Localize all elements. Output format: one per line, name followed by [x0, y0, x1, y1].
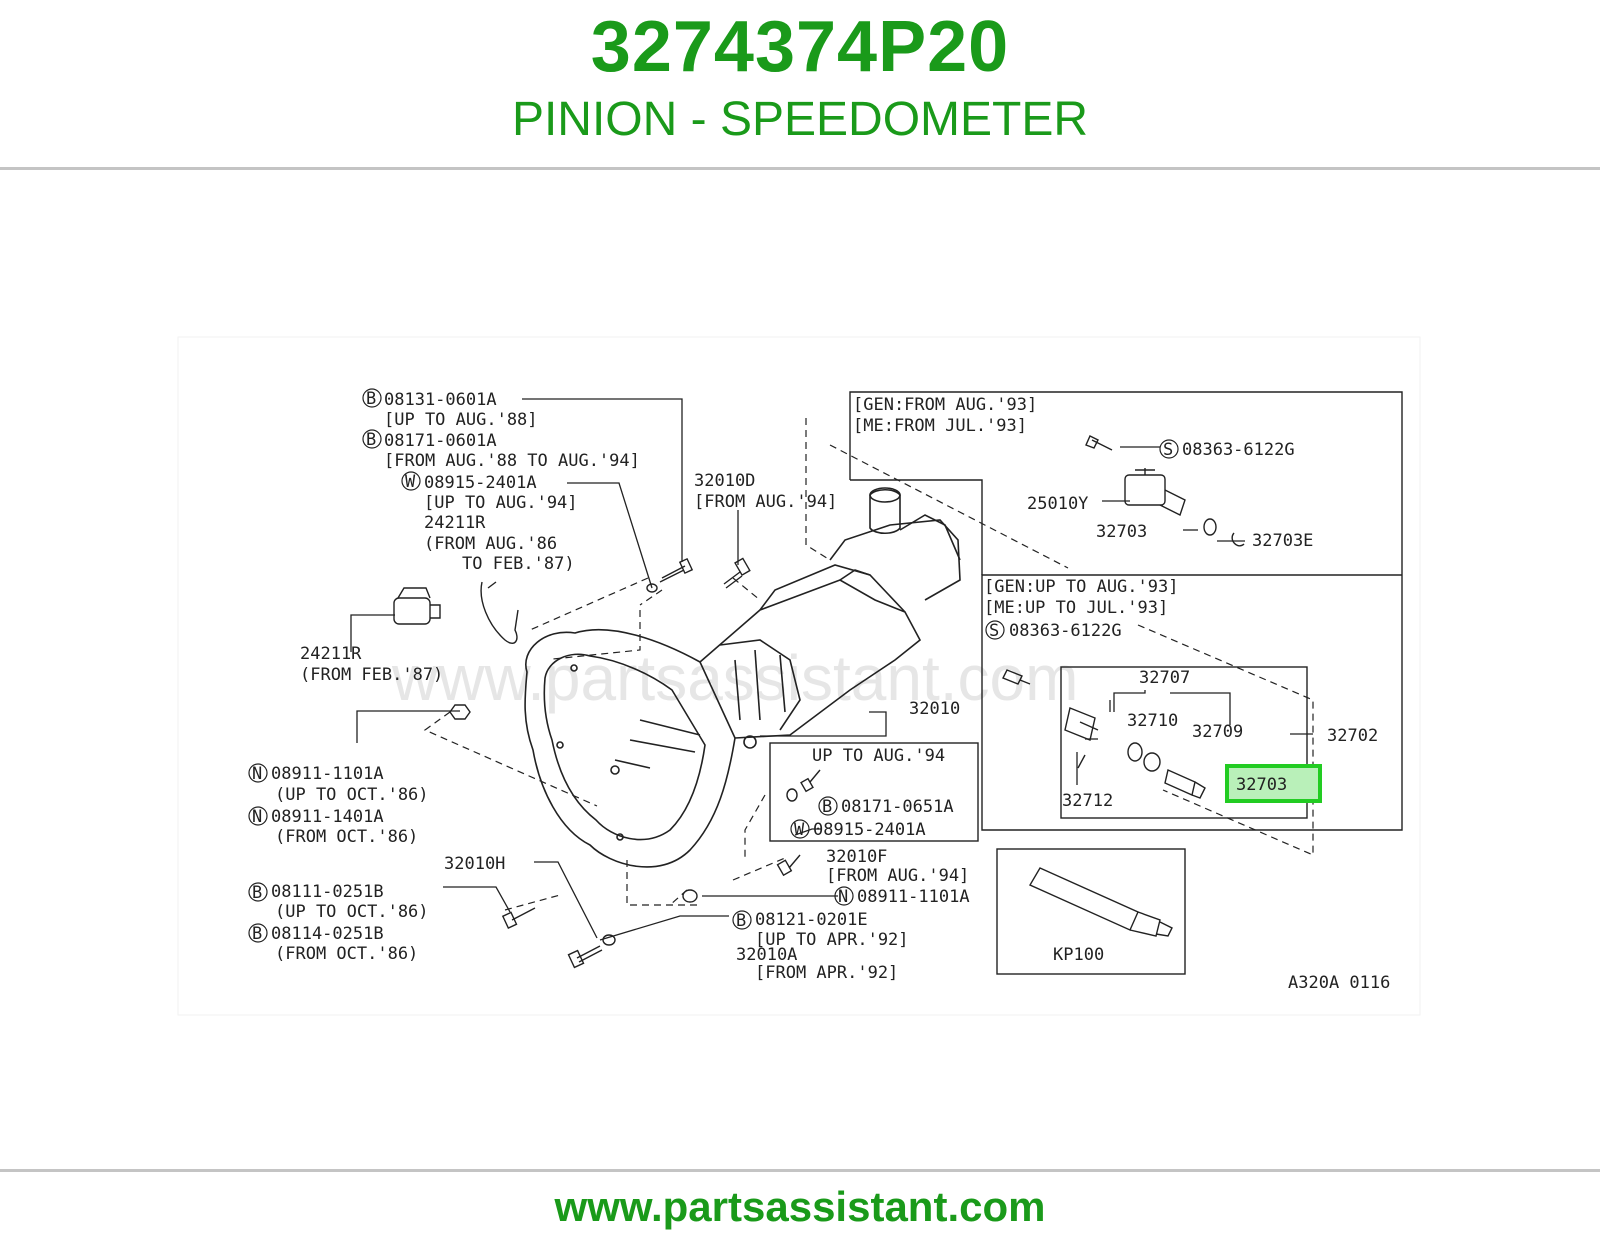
label-note: [UP TO AUG.'94] [424, 493, 578, 513]
badge-s: S [1163, 440, 1173, 460]
badge-b: B [252, 924, 262, 944]
label-note: TO FEB.'87) [462, 554, 575, 574]
part-number-title: 3274374P20 [590, 7, 1010, 87]
badge-b: B [736, 911, 746, 931]
label-08114-0251b[interactable]: 08114-0251B [271, 924, 384, 944]
label-32702[interactable]: 32702 [1327, 726, 1378, 746]
badge-b: B [252, 883, 262, 903]
badge-s: S [989, 621, 999, 641]
label-note: [ME:UP TO JUL.'93] [984, 598, 1168, 618]
label-32707[interactable]: 32707 [1139, 668, 1190, 688]
watermark-text: www.partsassistant.com [391, 642, 1078, 714]
label-note: [FROM AUG.'94] [826, 866, 969, 886]
label-note: [ME:FROM JUL.'93] [853, 416, 1027, 436]
badge-n: N [252, 807, 262, 827]
label-32709[interactable]: 32709 [1192, 722, 1243, 742]
label-32010a[interactable]: 32010A [736, 945, 797, 965]
label-32703[interactable]: 32703 [1096, 522, 1147, 542]
figure-id: A320A 0116 [1288, 973, 1390, 993]
label-note: [FROM AUG.'88 TO AUG.'94] [384, 451, 640, 471]
label-32010f[interactable]: 32010F [826, 847, 887, 867]
label-note: (UP TO OCT.'86) [275, 785, 429, 805]
label-note: (FROM FEB.'87) [300, 665, 443, 685]
part-name-subtitle: PINION - SPEEDOMETER [511, 93, 1089, 146]
label-kp100[interactable]: KP100 [1053, 945, 1104, 965]
label-08131-0601a[interactable]: 08131-0601A [384, 390, 497, 410]
footer-divider [0, 1169, 1600, 1172]
label-note: [GEN:UP TO AUG.'93] [984, 577, 1178, 597]
part-labels: 08131-0601A [UP TO AUG.'88] 08171-0601A … [271, 390, 1390, 993]
label-32712[interactable]: 32712 [1062, 791, 1113, 811]
header-divider [0, 167, 1600, 170]
badge-n: N [838, 887, 848, 907]
transmission-illustration [524, 487, 961, 868]
badge-w: W [794, 820, 805, 840]
badge-w: W [405, 472, 416, 492]
label-note: [FROM APR.'92] [755, 963, 898, 983]
label-25010y[interactable]: 25010Y [1027, 494, 1088, 514]
label-32703e[interactable]: 32703E [1252, 531, 1313, 551]
label-08121-0201e[interactable]: 08121-0201E [755, 910, 868, 930]
badge-b: B [366, 430, 376, 450]
label-32710[interactable]: 32710 [1127, 711, 1178, 731]
label-08363-6122g[interactable]: 08363-6122G [1009, 621, 1122, 641]
label-32010h[interactable]: 32010H [444, 854, 505, 874]
label-08363-6122g[interactable]: 08363-6122G [1182, 440, 1295, 460]
badge-b: B [366, 389, 376, 409]
footer-url-link[interactable]: www.partsassistant.com [554, 1183, 1046, 1230]
kp100-box [996, 848, 1186, 975]
label-note: (UP TO OCT.'86) [275, 902, 429, 922]
highlighted-callout-label[interactable]: 32703 [1236, 775, 1287, 795]
badge-markers: B B W N N B B B B W N S S [248, 388, 1179, 944]
label-08111-0251b[interactable]: 08111-0251B [271, 882, 384, 902]
diagram-panel [177, 336, 1421, 1016]
inner-parts-box [1060, 666, 1308, 819]
dashed-leaders [423, 418, 1314, 911]
label-08911-1401a[interactable]: 08911-1401A [271, 807, 384, 827]
label-note: [GEN:FROM AUG.'93] [853, 395, 1037, 415]
small-parts [393, 435, 1245, 969]
label-24211r[interactable]: 24211R [300, 644, 362, 664]
label-note: UP TO AUG.'94 [812, 746, 945, 766]
diagram-boxes [769, 391, 1403, 975]
label-32010[interactable]: 32010 [909, 699, 960, 719]
label-32010d[interactable]: 32010D [694, 471, 755, 491]
label-note: [FROM AUG.'94] [694, 492, 837, 512]
label-24211r[interactable]: 24211R [424, 513, 486, 533]
label-08171-0651a[interactable]: 08171-0651A [841, 797, 954, 817]
label-08911-1101a[interactable]: 08911-1101A [857, 887, 970, 907]
highlighted-callout-box[interactable] [1225, 764, 1322, 803]
label-note: (FROM AUG.'86 [424, 534, 557, 554]
badge-n: N [252, 764, 262, 784]
badge-b: B [822, 797, 832, 817]
label-08915-2401a[interactable]: 08915-2401A [424, 473, 537, 493]
label-08911-1101a[interactable]: 08911-1101A [271, 764, 384, 784]
label-08915-2401a[interactable]: 08915-2401A [813, 820, 926, 840]
label-note: (FROM OCT.'86) [275, 827, 418, 847]
label-note: [UP TO APR.'92] [755, 930, 909, 950]
label-note: (FROM OCT.'86) [275, 944, 418, 964]
label-note: [UP TO AUG.'88] [384, 410, 538, 430]
label-08171-0601a[interactable]: 08171-0601A [384, 431, 497, 451]
upto-aug94-box [769, 742, 979, 842]
